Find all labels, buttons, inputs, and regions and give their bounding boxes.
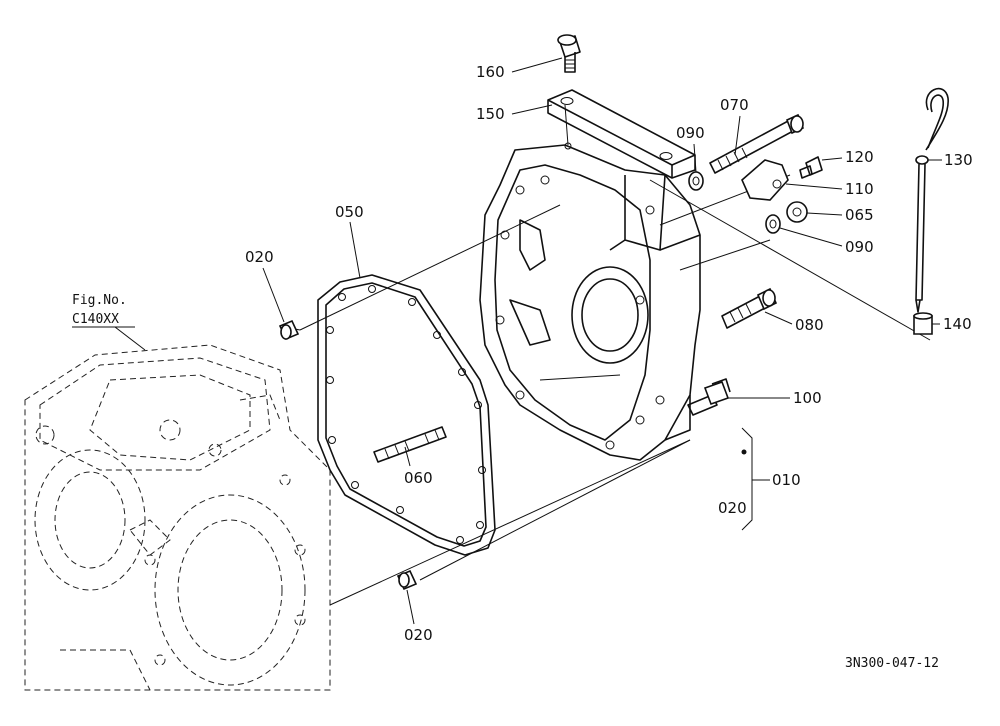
washer-090-mid[interactable] xyxy=(765,214,781,234)
callout-080-label: 080 xyxy=(795,316,824,334)
stud-bolt-060[interactable] xyxy=(373,426,447,463)
callout-140-label: 140 xyxy=(943,315,972,333)
callout-150[interactable]: 150 xyxy=(476,104,553,123)
callout-160[interactable]: 160 xyxy=(476,57,563,81)
assembly-bracket xyxy=(741,427,753,531)
callout-150-label: 150 xyxy=(476,105,505,123)
housing-010[interactable] xyxy=(479,142,701,461)
callout-060[interactable]: 060 xyxy=(404,446,433,487)
gasket-050[interactable] xyxy=(317,274,496,556)
callout-100-label: 100 xyxy=(793,389,822,407)
callout-065[interactable]: 065 xyxy=(806,206,874,224)
assembly-guide-lines xyxy=(289,104,931,606)
callout-120[interactable]: 120 xyxy=(821,148,874,166)
callout-020-bottom[interactable]: 020 xyxy=(404,589,433,644)
callout-110-label: 110 xyxy=(845,180,874,198)
callout-090-top[interactable]: 090 xyxy=(676,124,705,173)
cover-110[interactable] xyxy=(741,159,789,201)
callout-090-mid[interactable]: 090 xyxy=(779,227,874,256)
callout-020-top[interactable]: 020 xyxy=(245,248,285,323)
callout-130[interactable]: 130 xyxy=(928,151,973,169)
bolt-070[interactable] xyxy=(709,113,805,174)
callout-140[interactable]: 140 xyxy=(932,315,972,333)
figure-reference[interactable]: Fig.No. C140XX xyxy=(72,293,146,351)
bolt-100[interactable] xyxy=(687,378,731,416)
washer-090-top[interactable] xyxy=(688,171,704,191)
bolt-080[interactable] xyxy=(721,287,778,329)
callout-065-label: 065 xyxy=(845,206,874,224)
transmission-case-outline xyxy=(24,344,331,691)
dowel-pin-020-bottom[interactable] xyxy=(396,569,418,591)
nut-065[interactable] xyxy=(786,201,808,223)
callout-090-top-label: 090 xyxy=(676,124,705,142)
callout-120-label: 120 xyxy=(845,148,874,166)
callout-010-label: 010 xyxy=(772,471,801,489)
callout-050[interactable]: 050 xyxy=(335,203,364,279)
callout-100[interactable]: 100 xyxy=(728,389,822,407)
bolt-120[interactable] xyxy=(799,156,823,179)
callout-130-label: 130 xyxy=(944,151,973,169)
plate-150[interactable] xyxy=(547,89,696,179)
drawing-code: 3N300-047-12 xyxy=(845,656,939,671)
bolt-160[interactable] xyxy=(557,34,581,73)
callout-050-label: 050 xyxy=(335,203,364,221)
tube-140[interactable] xyxy=(913,312,933,335)
callout-020-right-label: 020 xyxy=(718,499,747,517)
callout-070-label: 070 xyxy=(720,96,749,114)
dipstick-130[interactable] xyxy=(915,87,949,313)
fig-no-label: Fig.No. xyxy=(72,293,127,308)
callout-060-label: 060 xyxy=(404,469,433,487)
callout-020-bottom-label: 020 xyxy=(404,626,433,644)
callout-020-top-label: 020 xyxy=(245,248,274,266)
fig-no-value: C140XX xyxy=(72,312,119,327)
callout-020-right[interactable]: 020 xyxy=(718,499,747,517)
callout-010[interactable]: 010 xyxy=(752,471,801,489)
callout-090-mid-label: 090 xyxy=(845,238,874,256)
callout-070[interactable]: 070 xyxy=(720,96,749,156)
callout-160-label: 160 xyxy=(476,63,505,81)
dowel-pin-020-top[interactable] xyxy=(278,319,300,341)
callout-080[interactable]: 080 xyxy=(764,311,824,334)
callout-110[interactable]: 110 xyxy=(785,180,874,198)
